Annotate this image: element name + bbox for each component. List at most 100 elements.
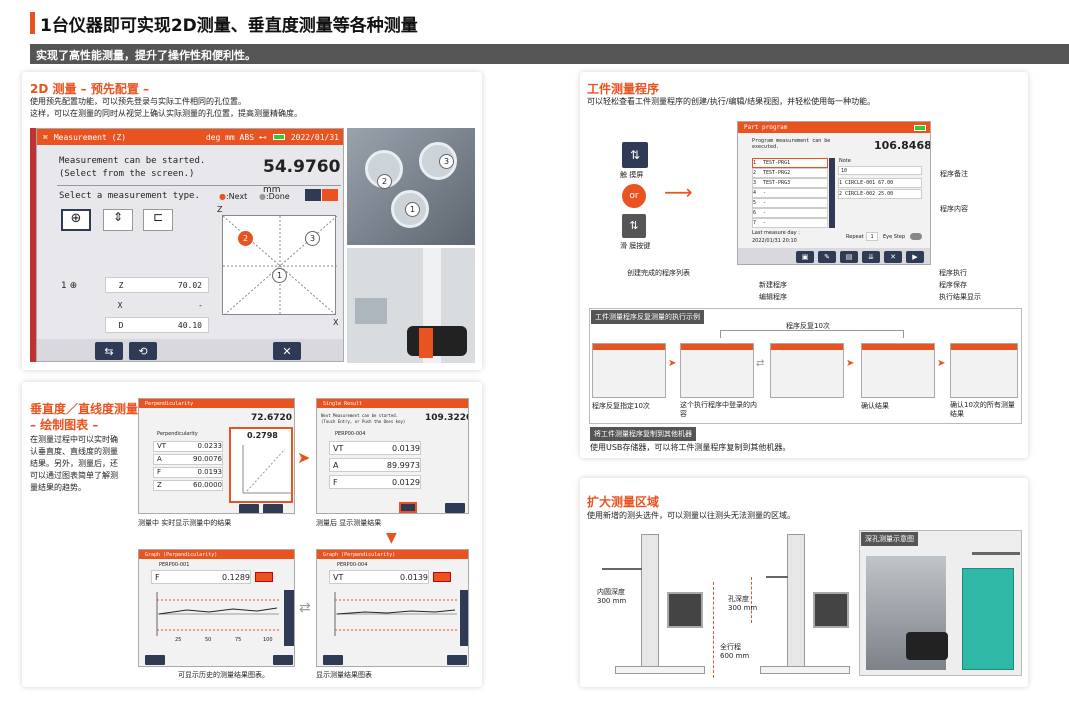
repeat-example-title: 工件测量程序反复测量的执行示例	[591, 310, 704, 324]
perp-s4-home-button[interactable]	[323, 655, 343, 665]
program-item-6[interactable]: 6-	[752, 208, 828, 218]
grid-view-button[interactable]	[322, 189, 338, 201]
instrument-photo	[347, 248, 475, 363]
note-label: Note	[839, 158, 851, 164]
hole-depth-dim	[751, 577, 752, 623]
repeat-thumb-4	[861, 343, 935, 398]
instrument-2-display	[813, 592, 849, 628]
point-3[interactable]: 3	[305, 231, 320, 246]
eye-step-label: Eye Step	[883, 234, 906, 240]
legend-done: ●:Done	[259, 192, 290, 201]
touch-key-label: 触 摸屏	[620, 171, 644, 179]
perp-s4-header: Graph (Perpendicularity)	[323, 551, 396, 558]
perp-s2-msg2: (Touch Entry, or Push the Ones key)	[321, 419, 406, 424]
measurement-screen: ⌘ Measurement (Z) deg mm ABS ⊷ 2022/01/3…	[36, 128, 344, 362]
section-perp-title-2: – 绘制图表 –	[30, 418, 99, 432]
point-2[interactable]: 2	[238, 231, 253, 246]
photo-point-3: 3	[439, 154, 454, 169]
note-field[interactable]: 10	[838, 166, 922, 175]
perp-s3-home-button[interactable]	[145, 655, 165, 665]
hole-depth-mm: 300 mm	[728, 604, 758, 612]
instrument-2-base	[760, 666, 850, 674]
perp-s2-sub: PERP00-004	[335, 431, 366, 437]
perp-s3-back-button[interactable]	[273, 655, 293, 665]
label-exec: 程序执行	[939, 269, 967, 277]
prog-list-scrollbar[interactable]	[829, 158, 835, 228]
perp-s3-mode-button[interactable]	[255, 572, 273, 582]
perp-s3-tick-2: 50	[205, 637, 212, 643]
arrow-right-1: ➤	[297, 448, 311, 467]
label-result: 执行结果显示	[939, 293, 981, 301]
label-note: 程序备注	[940, 170, 968, 178]
label-list: 创建完成的程序列表	[627, 269, 690, 277]
result-program-button[interactable]: ▤	[840, 251, 858, 263]
perp-s2-nav-button[interactable]	[445, 503, 465, 513]
perp-s1-pause-button[interactable]	[239, 504, 259, 513]
repeat-arrow-4: ➤	[937, 358, 946, 369]
perp-s2-graph-button[interactable]	[399, 502, 417, 513]
close-button[interactable]: ✕	[273, 342, 301, 360]
run-program-button[interactable]: ▶	[906, 251, 924, 263]
repeat-field[interactable]: 1	[866, 232, 878, 241]
select-type-label: Select a measurement type.	[59, 191, 200, 201]
program-item-4[interactable]: 4-	[752, 188, 828, 198]
save-program-button[interactable]: ⇊	[862, 251, 880, 263]
arrow-down: ▼	[386, 530, 397, 546]
measure-type-circle-button[interactable]: ⊕	[61, 209, 91, 231]
perp-s3-caption: 可显示历史的测量结果图表。	[178, 671, 269, 679]
arrow-right-prog: ⟶	[664, 180, 693, 204]
perp-realtime-screen: Perpendicularity 72.6720 Perpendicularit…	[138, 398, 295, 514]
repeat-label: 程序反复10次	[786, 322, 830, 330]
move-button[interactable]: ⇆	[95, 342, 123, 360]
measured-value: 54.9760 mm	[263, 157, 341, 195]
perp-s4-sub: PERP00-004	[337, 562, 368, 568]
eye-step-toggle[interactable]	[910, 233, 922, 240]
prog-value: 106.8468	[874, 139, 931, 152]
section-perp-title-1: 垂直度／直线度测量	[30, 402, 139, 416]
section-expand-title: 扩大测量区域	[587, 495, 660, 509]
perp-s3-header: Graph (Perpendicularity)	[145, 551, 218, 558]
perp-s4-caption: 显示测量结果图表	[316, 671, 372, 679]
instrument-2-probe	[766, 576, 788, 578]
program-item-5[interactable]: 5-	[752, 198, 828, 208]
last-measure-label: Last measure day :	[752, 230, 800, 236]
repeat-arrow-1: ➤	[668, 358, 677, 369]
slide-key-label: 滑 膜按键	[620, 242, 651, 250]
perp-s4-mode-button[interactable]	[433, 572, 451, 582]
perp-s4-side-buttons	[460, 590, 468, 646]
perp-s3-sub: PERP00-001	[159, 562, 190, 568]
perp-s1-close-button[interactable]	[263, 504, 283, 513]
repeat-label: Repeat	[846, 234, 864, 240]
part-program-screen: Part program Program measurement can be …	[737, 121, 931, 265]
rotate-button[interactable]: ⟲	[129, 342, 157, 360]
edit-program-button[interactable]: ✎	[818, 251, 836, 263]
repeat-thumb-3	[770, 343, 844, 398]
copy-title: 将工件测量程序复制到其他机器	[590, 427, 696, 441]
measure-type-step-button[interactable]: ⊏	[143, 209, 173, 231]
repeat-bracket	[720, 330, 904, 338]
point-1[interactable]: 1	[272, 268, 287, 283]
perp-s1-graph: 0.2798	[229, 427, 293, 503]
list-view-button[interactable]	[305, 189, 321, 201]
cancel-program-button[interactable]: ✕	[884, 251, 902, 263]
perp-s2-header: Single Result	[323, 400, 363, 407]
program-item-7[interactable]: 7-	[752, 218, 828, 228]
full-stroke-label: 全行程	[720, 643, 741, 651]
new-program-button[interactable]: ▣	[796, 251, 814, 263]
measure-type-height-button[interactable]: ⇕	[103, 209, 133, 231]
screen-header-title: Measurement (Z)	[53, 132, 127, 142]
repeat-arrow-2: ⇄	[756, 358, 765, 369]
perp-s4-back-button[interactable]	[447, 655, 467, 665]
